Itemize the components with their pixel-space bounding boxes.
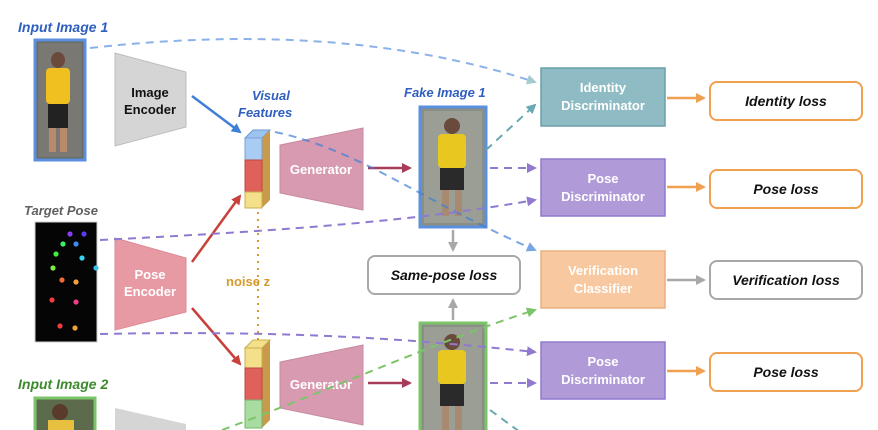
arrow-pose-to-pose-disc-top — [99, 196, 537, 241]
arrow-input2-to-verification — [221, 307, 537, 430]
identity-loss-box: Identity loss — [709, 81, 863, 121]
svg-text:Discriminator: Discriminator — [561, 189, 645, 204]
svg-text:Pose: Pose — [587, 354, 618, 369]
arrow-pose-to-pose-disc-bottom — [99, 332, 537, 357]
arrow-pose-to-features-top — [190, 194, 242, 263]
input-image-1 — [33, 38, 87, 162]
svg-text:Discriminator: Discriminator — [561, 98, 645, 113]
svg-text:Pose: Pose — [587, 171, 618, 186]
identity-discriminator: Identity Discriminator — [540, 67, 666, 127]
svg-text:Verification loss: Verification loss — [732, 272, 840, 288]
pose-loss-top-box: Pose loss — [709, 169, 863, 209]
image-encoder: Image Encoder — [114, 52, 187, 147]
input-image-1-label: Input Image 1 — [18, 19, 108, 35]
svg-text:Verification: Verification — [568, 263, 638, 278]
svg-text:Discriminator: Discriminator — [561, 372, 645, 387]
svg-text:Pose loss: Pose loss — [753, 181, 819, 197]
svg-text:Pose loss: Pose loss — [753, 364, 819, 380]
pose-loss-bottom-box: Pose loss — [709, 352, 863, 392]
generator-top: Generator — [279, 127, 364, 211]
visual-features-label-line2: Features — [238, 105, 292, 120]
arrow-fake2-out — [489, 409, 519, 430]
fake-image-1-label: Fake Image 1 — [404, 85, 486, 100]
input-image-2 — [33, 396, 97, 430]
feature-stack-top — [243, 129, 272, 209]
arrow-pose-to-features-bottom — [191, 307, 242, 366]
noise-z-label: noise z — [226, 274, 271, 289]
pose-discriminator-top: Pose Discriminator — [540, 158, 666, 217]
arrow-encoder-to-features — [191, 95, 242, 134]
input-image-2-label: Input Image 2 — [18, 376, 108, 392]
svg-text:Identity: Identity — [580, 80, 627, 95]
image-encoder-bottom — [115, 408, 186, 430]
svg-text:Image: Image — [131, 85, 169, 100]
svg-text:Identity loss: Identity loss — [745, 93, 827, 109]
pose-discriminator-bottom: Pose Discriminator — [540, 341, 666, 400]
fake-image-1 — [418, 105, 488, 229]
same-pose-loss-box: Same-pose loss — [367, 255, 521, 295]
target-pose-label: Target Pose — [24, 203, 98, 218]
arrow-features-to-verification — [274, 131, 537, 252]
visual-features-label-line1: Visual — [252, 88, 290, 103]
target-pose-image — [34, 221, 99, 343]
svg-text:Classifier: Classifier — [574, 281, 633, 296]
generator-bottom: Generator — [279, 344, 364, 426]
arrow-fake1-to-identity — [485, 103, 537, 151]
svg-text:Same-pose loss: Same-pose loss — [391, 267, 498, 283]
svg-text:Pose: Pose — [134, 267, 165, 282]
pose-encoder: Pose Encoder — [114, 237, 187, 331]
svg-text:Encoder: Encoder — [124, 284, 176, 299]
verification-classifier: Verification Classifier — [540, 250, 666, 309]
svg-text:Generator: Generator — [290, 162, 352, 177]
verification-loss-box: Verification loss — [709, 260, 863, 300]
feature-stack-bottom — [243, 339, 272, 429]
svg-text:Generator: Generator — [290, 377, 352, 392]
fake-image-2 — [418, 321, 488, 430]
svg-text:Encoder: Encoder — [124, 102, 176, 117]
